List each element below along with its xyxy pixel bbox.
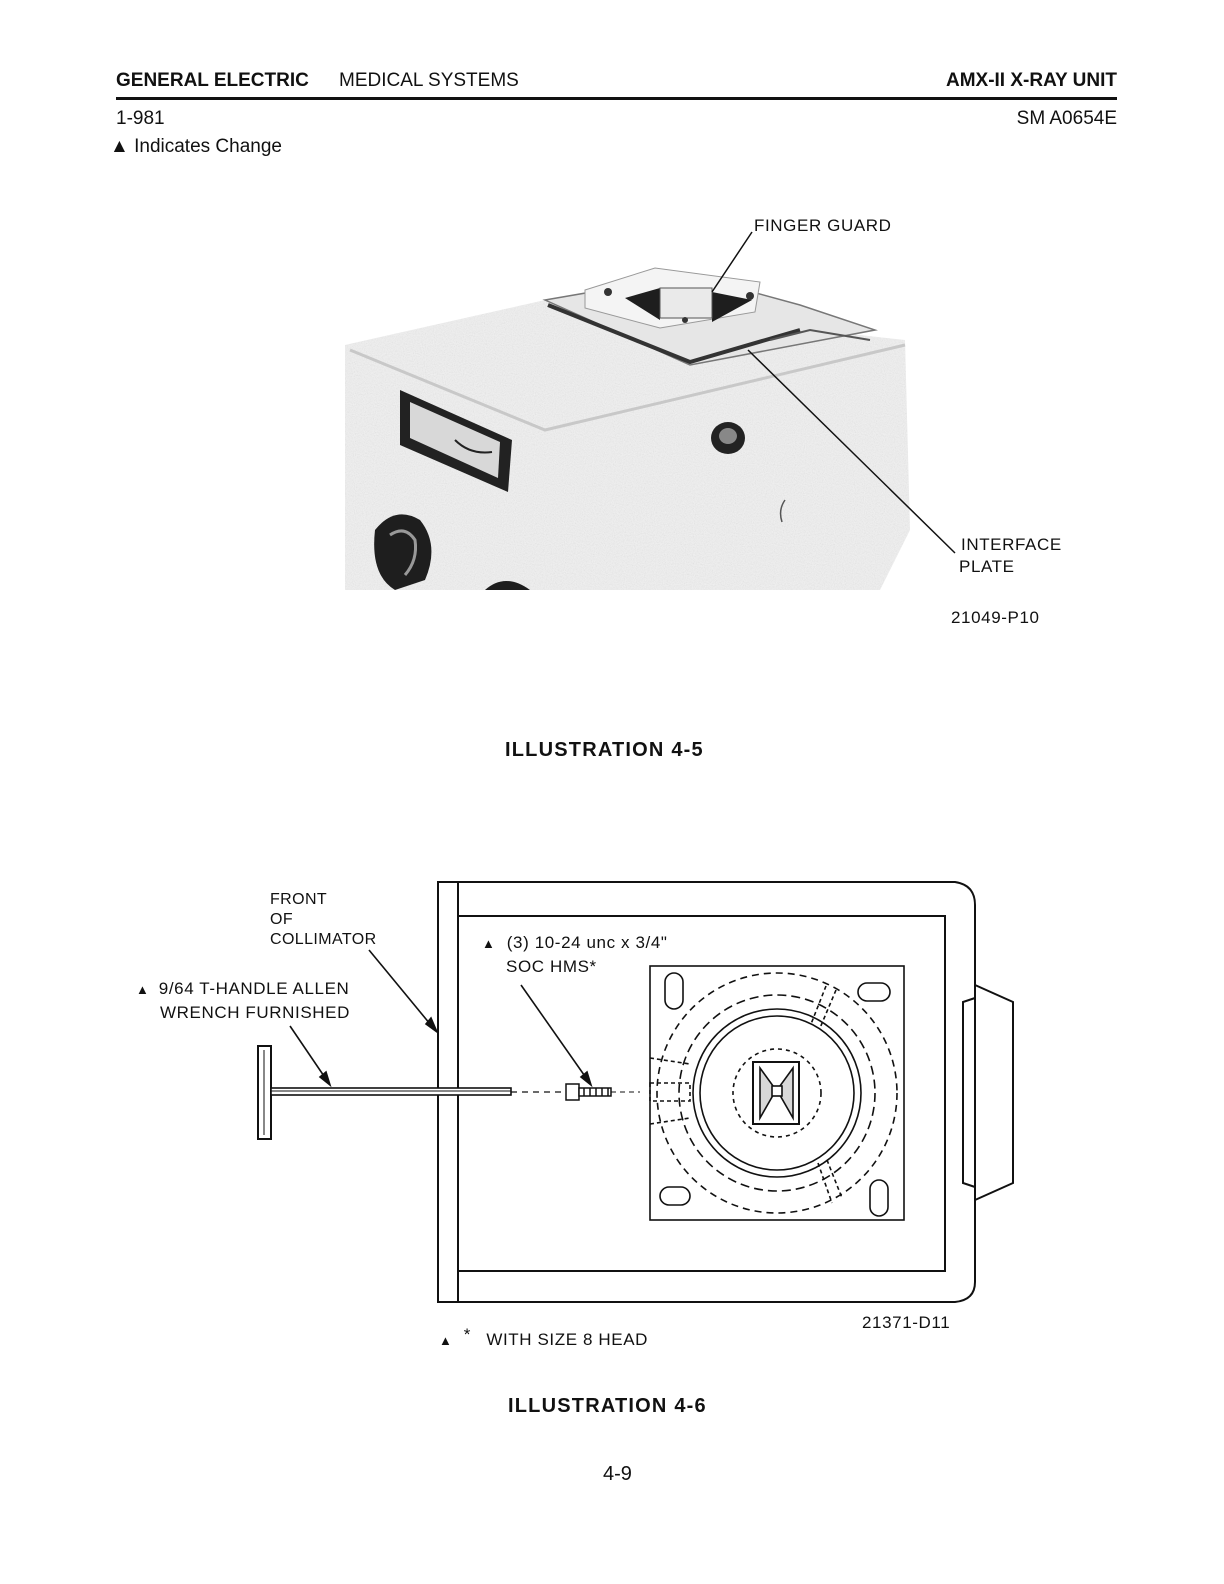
footnote-mark: * xyxy=(464,1325,471,1344)
triangle-icon: ▲ xyxy=(136,982,149,997)
figure-code-4-6: 21371-D11 xyxy=(862,1313,950,1333)
front-collimator-label-line1: FRONT xyxy=(270,890,327,910)
socket-head-screw xyxy=(566,1084,611,1100)
slot-top-right xyxy=(858,983,890,1001)
slot-bottom-right xyxy=(870,1180,888,1216)
footnote: ▲ * WITH SIZE 8 HEAD xyxy=(439,1330,648,1350)
caption-illustration-4-6: ILLUSTRATION 4-6 xyxy=(508,1395,707,1418)
front-collimator-label-line2: OF xyxy=(270,910,293,930)
page-number: 4-9 xyxy=(603,1463,632,1486)
screw-leader xyxy=(521,985,589,1082)
triangle-icon: ▲ xyxy=(482,936,495,951)
wrench-label-line1: ▲ 9/64 T-HANDLE ALLEN xyxy=(136,979,349,999)
screw-label-line1: ▲ (3) 10-24 unc x 3/4" xyxy=(482,933,668,953)
slot-bottom-left xyxy=(660,1187,690,1205)
front-collimator-label-line3: COLLIMATOR xyxy=(270,930,377,950)
footnote-text: WITH SIZE 8 HEAD xyxy=(486,1330,648,1349)
screw-label-line2: SOC HMS* xyxy=(506,957,597,977)
wrench-leader xyxy=(290,1026,328,1082)
wrench-label-line2: WRENCH FURNISHED xyxy=(160,1003,350,1023)
interface-plate-drawing xyxy=(650,966,904,1220)
triangle-icon: ▲ xyxy=(439,1333,452,1348)
t-handle-wrench xyxy=(258,1046,565,1139)
slot-top-left xyxy=(665,973,683,1009)
front-collimator-leader xyxy=(369,950,435,1030)
